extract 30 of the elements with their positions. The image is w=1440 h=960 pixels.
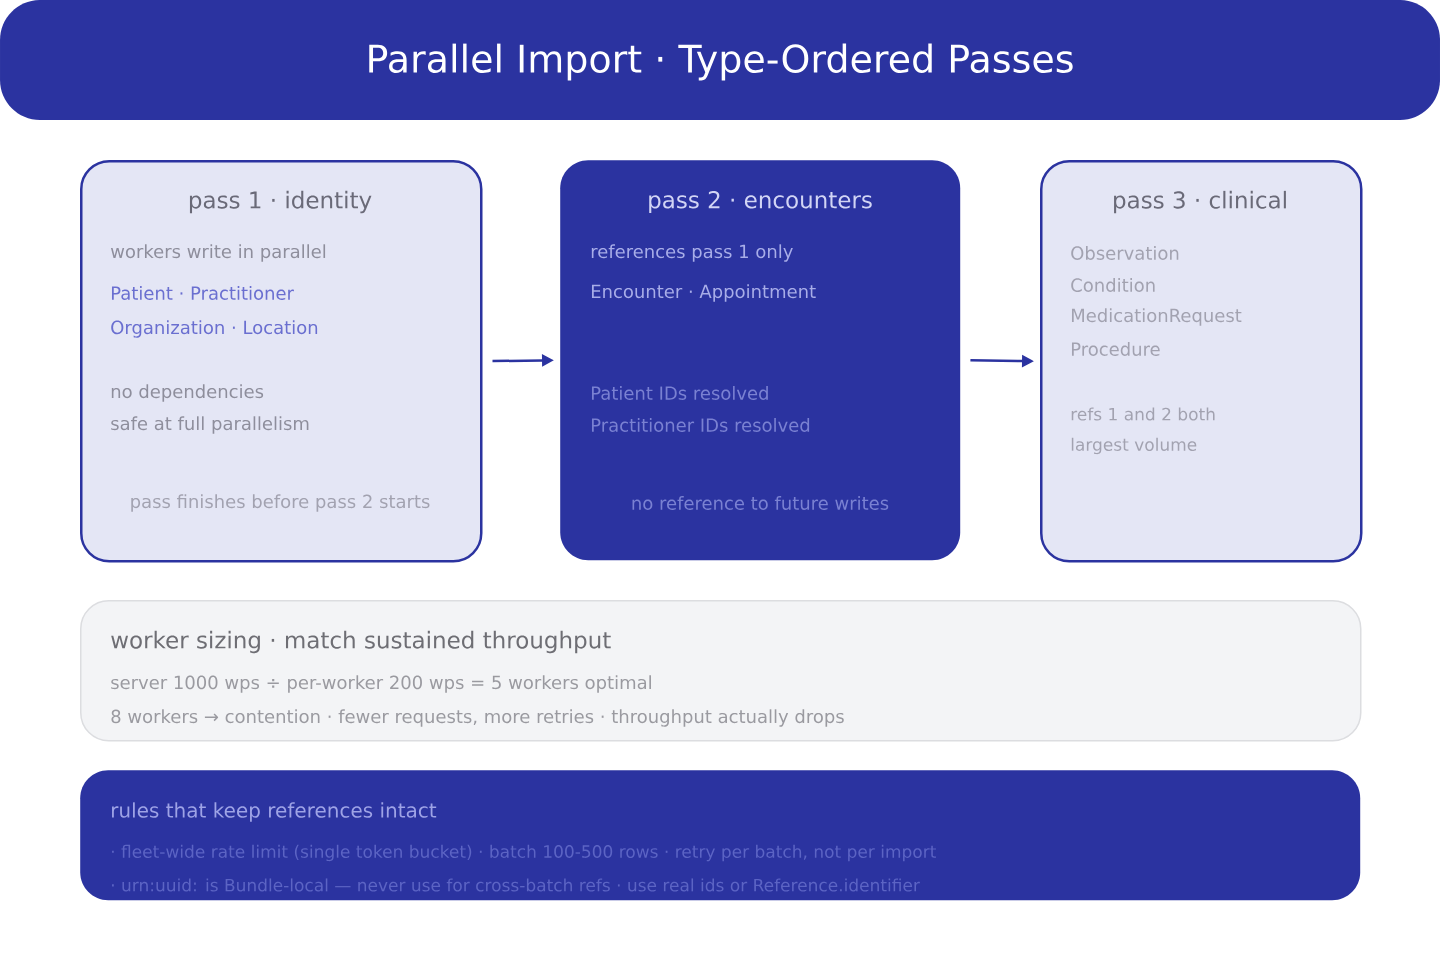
card-text: Encounter · Appointment: [592, 284, 816, 302]
rules-panel: [80, 770, 1361, 901]
card-heading: pass 3 · clinical: [1114, 190, 1286, 214]
card-text: Condition: [1071, 278, 1155, 292]
card-heading: pass 2 · encounters: [649, 191, 872, 213]
pass-card: [560, 160, 961, 561]
card-text: Procedure: [1072, 342, 1160, 356]
pass-card: [80, 160, 483, 563]
card-text: no reference to future writes: [632, 496, 889, 510]
card-text: server 1000 wps ÷ per-worker 200 wps = 5 workers optimal: [111, 675, 651, 693]
card-text: MedicationRequest: [1072, 308, 1242, 326]
info-panel: [80, 600, 1362, 742]
card-text: Observation: [1071, 246, 1179, 260]
card-text: Practitioner IDs resolved: [592, 418, 810, 432]
card-heading: pass 1 · identity: [189, 190, 372, 214]
card-text: no dependencies: [111, 384, 264, 402]
title-band: Parallel Import · Type-Ordered Passes: [0, 0, 1440, 120]
card-text: Organization · Location: [111, 320, 318, 338]
card-text: 8 workers → contention · fewer requests, more retries · throughput actually drops: [111, 709, 844, 727]
card-heading: worker sizing · match sustained throughput: [111, 630, 611, 654]
card-text: references pass 1 only: [591, 244, 793, 262]
card-text: safe at full parallelism: [111, 416, 309, 434]
card-text: largest volume: [1071, 437, 1197, 455]
card-text: refs 1 and 2 both: [1071, 407, 1215, 421]
card-text: workers write in parallel: [110, 244, 326, 262]
card-text: Patient IDs resolved: [592, 386, 768, 400]
pass-card: [1040, 160, 1363, 563]
card-text: Patient · Practitioner: [112, 286, 294, 300]
card-text: pass finishes before pass 2 starts: [131, 494, 430, 512]
card-heading: rules that keep references intact: [112, 802, 437, 822]
